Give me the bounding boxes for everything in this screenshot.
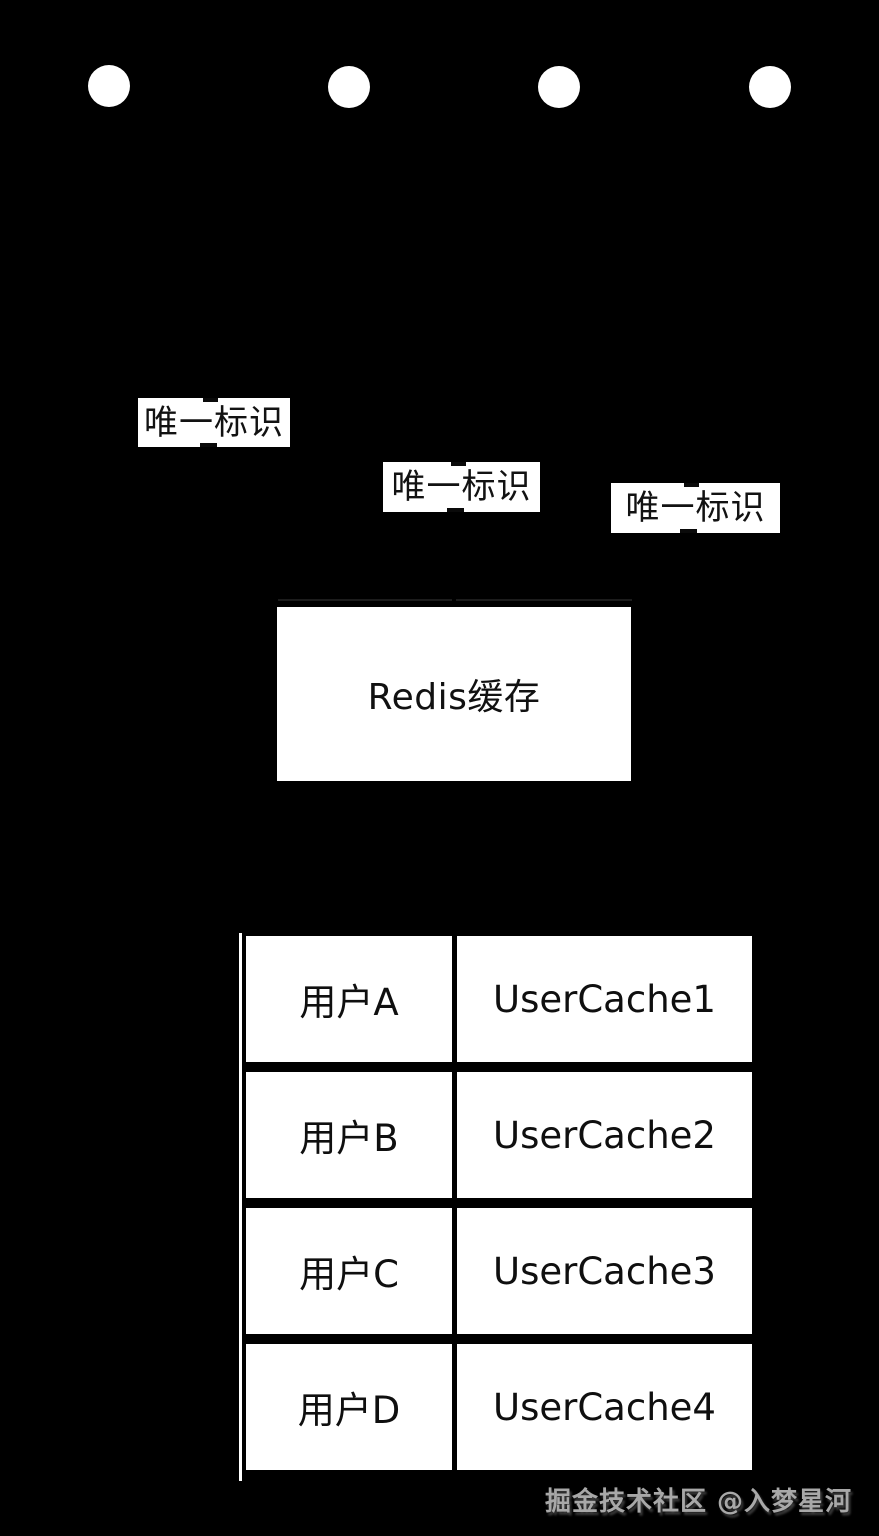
- actor-head-circle: [328, 66, 370, 108]
- actor-head-circle: [538, 66, 580, 108]
- user-cell: 用户D: [246, 1344, 452, 1470]
- actor-head-circle: [749, 66, 791, 108]
- faint-connector-line: [456, 599, 632, 601]
- unique-identifier-label: 唯一标识: [383, 462, 540, 512]
- cache-cell: UserCache3: [457, 1208, 752, 1334]
- cache-cell: UserCache2: [457, 1072, 752, 1198]
- actor-head-circle: [88, 65, 130, 107]
- cache-cell: UserCache1: [457, 936, 752, 1062]
- redis-cache-box-label: Redis缓存: [367, 677, 541, 718]
- faint-connector-line: [278, 599, 452, 601]
- table-left-edge-line: [239, 933, 242, 1481]
- redis-cache-box: Redis缓存: [277, 607, 631, 781]
- user-cell: 用户A: [246, 936, 452, 1062]
- user-cell: 用户C: [246, 1208, 452, 1334]
- user-cell: 用户B: [246, 1072, 452, 1198]
- unique-identifier-label: 唯一标识: [138, 398, 290, 447]
- unique-identifier-label: 唯一标识: [611, 483, 780, 533]
- cache-cell: UserCache4: [457, 1344, 752, 1470]
- watermark-text: 掘金技术社区 @入梦星河: [544, 1487, 852, 1517]
